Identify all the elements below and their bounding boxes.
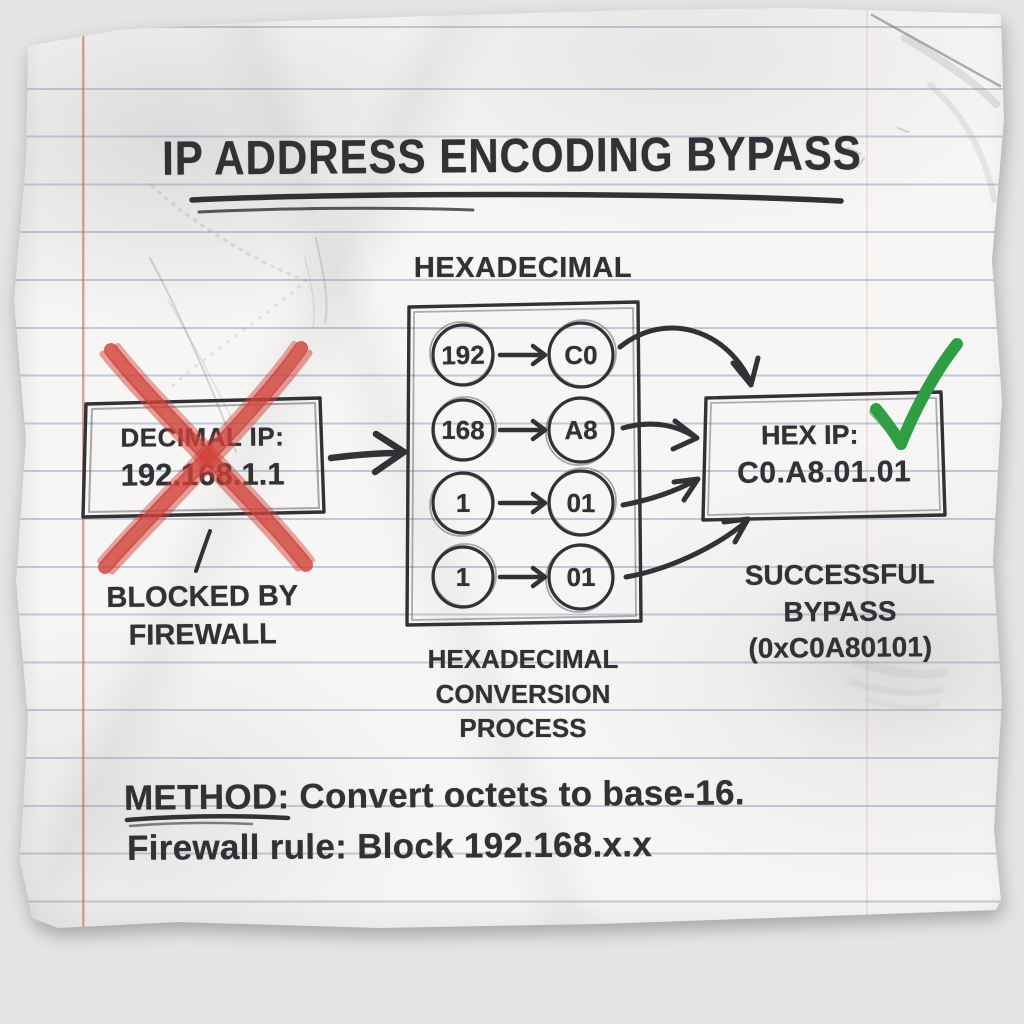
- hex-ip-box-text: HEX IP: C0.A8.01.01: [702, 393, 945, 517]
- method-note: METHOD: Convert octets to base-16.: [124, 773, 745, 818]
- decimal-ip-label: DECIMAL IP:: [120, 420, 285, 453]
- caption-line2: CONVERSION: [435, 678, 611, 709]
- success-line3: (0xC0A80101): [748, 631, 933, 664]
- hex-row-0-dec: 192: [441, 339, 485, 371]
- decimal-ip-box-text: DECIMAL IP: 192.168.1.1: [85, 400, 321, 514]
- page-title: IP ADDRESS ENCODING BYPASS: [161, 125, 862, 186]
- blocked-line2: FIREWALL: [128, 618, 277, 652]
- hex-row-3-dec: 1: [455, 561, 471, 593]
- method-keyword: METHOD: [123, 777, 278, 818]
- decimal-ip-value: 192.168.1.1: [120, 455, 285, 493]
- success-line1: SUCCESSFUL: [744, 558, 935, 591]
- successful-bypass-label: SUCCESSFUL BYPASS (0xC0A80101): [715, 556, 966, 668]
- hexadecimal-header: HEXADECIMAL: [413, 252, 633, 284]
- success-line2: BYPASS: [783, 595, 897, 627]
- hex-row-3-hex: 01: [566, 561, 596, 593]
- blocked-by-firewall-label: BLOCKED BY FIREWALL: [80, 577, 326, 656]
- method-rest: : Convert octets to base-16.: [277, 773, 746, 817]
- firewall-rule-note: Firewall rule: Block 192.168.x.x: [126, 825, 653, 868]
- hex-ip-label: HEX IP:: [760, 419, 859, 451]
- caption-line3: PROCESS: [459, 713, 587, 743]
- hex-row-2-hex: 01: [566, 487, 596, 519]
- hex-ip-value: C0.A8.01.01: [737, 455, 912, 490]
- blocked-line1: BLOCKED BY: [106, 579, 299, 615]
- hex-row-0-hex: C0: [564, 339, 598, 371]
- hex-row-1-hex: A8: [564, 414, 598, 446]
- hex-row-2-dec: 1: [455, 487, 471, 519]
- caption-line1: HEXADECIMAL: [427, 644, 619, 674]
- conversion-process-caption: HEXADECIMAL CONVERSION PROCESS: [398, 642, 648, 746]
- hex-row-1-dec: 168: [441, 414, 485, 446]
